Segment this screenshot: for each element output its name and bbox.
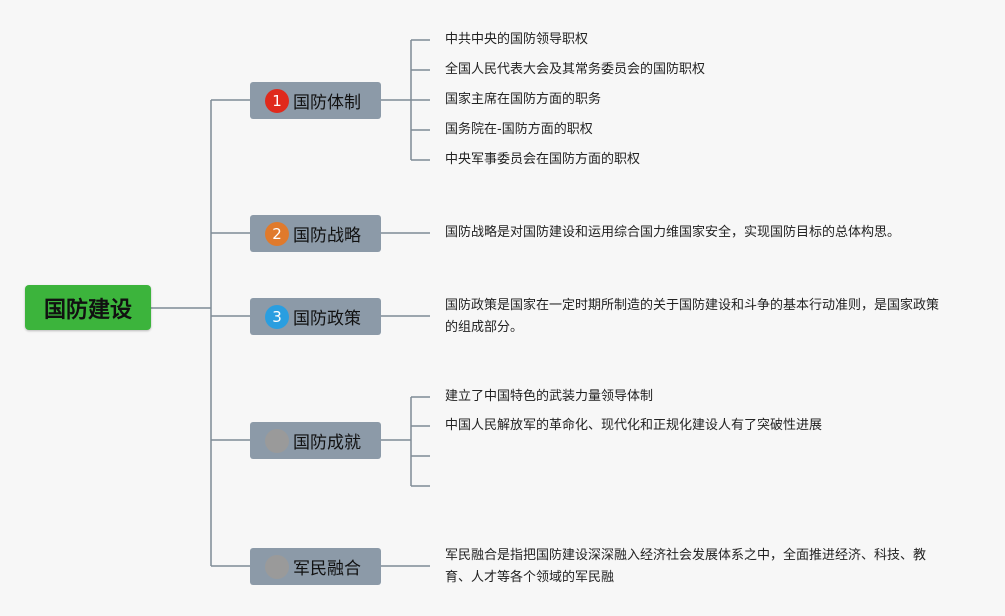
leaf-item: 国防政策是国家在一定时期所制造的关于国防建设和斗争的基本行动准则，是国家政策的组… — [445, 298, 940, 335]
branch-node-guofang-zhengce[interactable]: 3 国防政策 — [250, 298, 381, 335]
leaf-item: 中共中央的国防领导职权 — [445, 32, 589, 47]
leaf-item: 军民融合是指把国防建设深深融入经济社会发展体系之中，全面推进经济、科技、教育、人… — [445, 548, 927, 585]
root-node[interactable]: 国防建设 — [25, 285, 151, 330]
branch-label: 军民融合 — [293, 559, 361, 579]
branch-node-junmin-ronghe[interactable]: 军民融合 — [250, 548, 381, 585]
branch-node-guofang-chengjiu[interactable]: 国防成就 — [250, 422, 381, 459]
root-label: 国防建设 — [43, 297, 132, 323]
number-badge-icon: 1 — [265, 88, 289, 113]
leaf-item: 国防战略是对国防建设和运用综合国力维国家安全，实现国防目标的总体构思。 — [445, 225, 901, 240]
number-badge-icon — [265, 554, 289, 579]
leaf-item: 国务院在-国防方面的职权 — [445, 122, 593, 137]
branch-label: 国防体制 — [293, 93, 361, 113]
leaf-item: 国家主席在国防方面的职务 — [445, 92, 602, 107]
leaf-item: 中国人民解放军的革命化、现代化和正规化建设人有了突破性进展 — [445, 418, 823, 433]
branch-label: 国防战略 — [293, 226, 361, 246]
branch-label: 国防政策 — [293, 309, 361, 329]
leaf-item: 全国人民代表大会及其常务委员会的国防职权 — [445, 62, 706, 77]
number-badge-icon: 3 — [265, 304, 289, 329]
leaf-item: 建立了中国特色的武装力量领导体制 — [445, 389, 654, 404]
branch-node-guofang-zhanlue[interactable]: 2 国防战略 — [250, 215, 381, 252]
number-badge-icon: 2 — [265, 221, 289, 246]
branch-node-guofang-tizhi[interactable]: 1 国防体制 — [250, 82, 381, 119]
branch-label: 国防成就 — [293, 433, 361, 453]
leaf-item: 中央军事委员会在国防方面的职权 — [445, 152, 641, 167]
number-badge-icon — [265, 428, 289, 453]
